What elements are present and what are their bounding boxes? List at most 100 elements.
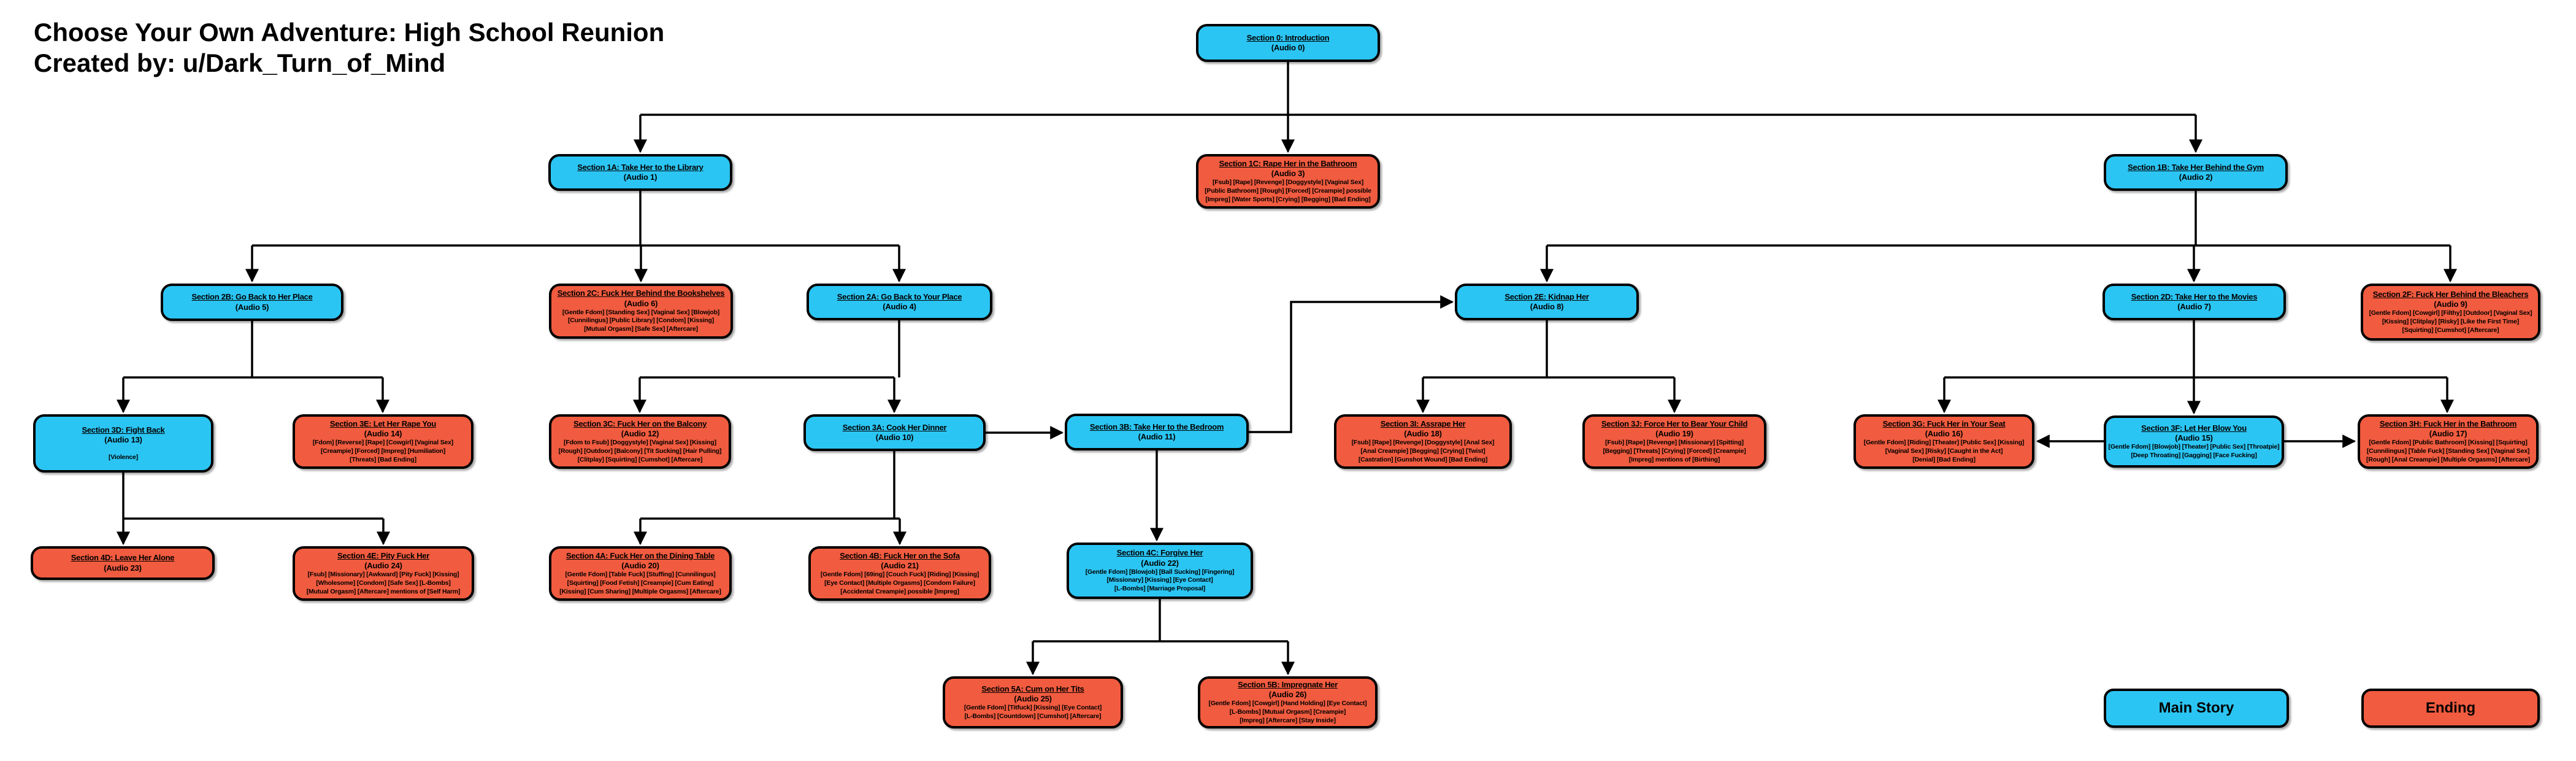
audio-label-s5b: (Audio 26) — [1268, 690, 1307, 700]
tags-line: [Gentle Fdom] [Cowgirl] [Hand Holding] [… — [1208, 700, 1367, 708]
section-title-link-s1c[interactable]: Section 1C: Rape Her in the Bathroom — [1219, 158, 1357, 168]
section-title-link-s5b[interactable]: Section 5B: Impregnate Her — [1238, 679, 1338, 689]
audio-label-s3c: (Audio 12) — [621, 429, 659, 439]
section-node-s4a: Section 4A: Fuck Her on the Dining Table… — [549, 546, 732, 601]
tags-line: [Gentle Fdom] [Standing Sex] [Vaginal Se… — [562, 308, 720, 316]
audio-label-s3h: (Audio 17) — [2429, 429, 2467, 439]
section-node-s1b: Section 1B: Take Her Behind the Gym(Audi… — [2104, 154, 2288, 191]
section-node-s2e: Section 2E: Kidnap Her(Audio 8) — [1455, 284, 1639, 320]
section-title-link-s3e[interactable]: Section 3E: Let Her Rape You — [329, 419, 437, 428]
section-title-link-s3d[interactable]: Section 3D: Fight Back — [82, 425, 165, 435]
audio-label-s3g: (Audio 16) — [1925, 429, 1963, 439]
audio-label-s3j: (Audio 19) — [1655, 429, 1693, 439]
section-title-link-s2e[interactable]: Section 2E: Kidnap Her — [1505, 292, 1589, 301]
audio-label-s4d: (Audio 23) — [104, 563, 142, 573]
tags-line: [Gentle Fdom] [Titfuck] [Kissing] [Eye C… — [964, 704, 1102, 712]
section-node-s3h: Section 3H: Fuck Her in the Bathroom(Aud… — [2358, 414, 2539, 469]
section-node-s2c: Section 2C: Fuck Her Behind the Bookshel… — [549, 284, 733, 339]
section-node-s4c: Section 4C: Forgive Her(Audio 22)[Gentle… — [1067, 543, 1253, 599]
tags-line: [Missionary] [Kissing] [Eye Contact] — [1106, 576, 1213, 584]
tags-line: [Cunnilingus] [Public Library] [Condom] … — [567, 317, 715, 325]
audio-label-s5a: (Audio 25) — [1014, 693, 1052, 703]
section-title-link-s3i[interactable]: Section 3I: Assrape Her — [1380, 419, 1466, 428]
tags-line: [Fsub] [Missionary] [Awkward] [Pity Fuck… — [307, 571, 459, 579]
section-node-s5b: Section 5B: Impregnate Her(Audio 26)[Gen… — [1198, 676, 1378, 728]
tags-line: [Eye Contact] [Multiple Orgasms] [Condom… — [824, 579, 975, 587]
tags-line: [Anal Creampie] [Begging] [Crying] [Twis… — [1360, 447, 1485, 455]
section-node-s3j: Section 3J: Force Her to Bear Your Child… — [1582, 414, 1766, 469]
tags-line: [Kissing] [Clitplay] [Risky] [Like the F… — [2382, 317, 2520, 325]
section-node-s3a: Section 3A: Cook Her Dinner(Audio 10) — [803, 414, 986, 451]
section-title-link-s4d[interactable]: Section 4D: Leave Her Alone — [71, 553, 175, 563]
flow-edge — [1249, 295, 1454, 433]
tags-line: [Impreg] [Aftercare] [Stay Inside] — [1240, 716, 1336, 724]
audio-label-s2a: (Audio 4) — [883, 302, 916, 311]
section-node-s1a: Section 1A: Take Her to the Library(Audi… — [548, 154, 732, 191]
audio-label-s4c: (Audio 22) — [1141, 558, 1179, 568]
section-title-link-s3j[interactable]: Section 3J: Force Her to Bear Your Child — [1601, 419, 1748, 428]
section-title-link-s4c[interactable]: Section 4C: Forgive Her — [1116, 548, 1203, 558]
tags-line: [Violence] — [109, 453, 138, 461]
audio-label-s2c: (Audio 6) — [624, 298, 658, 308]
tags-line: [Kissing] [Cum Sharing] [Multiple Orgasm… — [559, 587, 721, 595]
tags-line: [Gentle Fdom] [Blowjob] [Ball Sucking] [… — [1085, 568, 1235, 576]
section-title-link-s0[interactable]: Section 0: Introduction — [1246, 33, 1330, 42]
tags-line: [Public Bathroom] [Rough] [Forced] [Crea… — [1205, 187, 1371, 195]
audio-label-s1b: (Audio 2) — [2179, 172, 2213, 182]
tags-line — [123, 445, 125, 454]
tags-line: [Gentle Fdom] [69ing] [Couch Fuck] [Ridi… — [820, 571, 979, 579]
audio-label-s3a: (Audio 10) — [875, 433, 914, 442]
audio-label-s2d: (Audio 7) — [2177, 302, 2211, 311]
tags-line: [Threats] [Bad Ending] — [350, 455, 416, 463]
section-title-link-s3a[interactable]: Section 3A: Cook Her Dinner — [842, 422, 947, 432]
section-node-s4e: Section 4E: Pity Fuck Her(Audio 24)[Fsub… — [293, 546, 474, 601]
section-node-s3f: Section 3F: Let Her Blow You(Audio 15)[G… — [2104, 415, 2284, 468]
section-title-link-s4e[interactable]: Section 4E: Pity Fuck Her — [337, 550, 429, 560]
section-node-s1c: Section 1C: Rape Her in the Bathroom(Aud… — [1196, 154, 1380, 209]
tags-line: [Deep Throating] [Gagging] [Face Fucking… — [2131, 451, 2257, 459]
tags-line: [Accidental Creampie] possible [Impreg] — [840, 587, 959, 595]
section-title-link-s2d[interactable]: Section 2D: Take Her to the Movies — [2131, 292, 2258, 301]
audio-label-s1a: (Audio 1) — [623, 172, 657, 182]
section-title-link-s4b[interactable]: Section 4B: Fuck Her on the Sofa — [840, 550, 960, 560]
audio-label-s4a: (Audio 20) — [621, 561, 659, 571]
tags-line: [Gentle Fdom] [Public Bathroom] [Kissing… — [2369, 439, 2528, 447]
section-node-s2f: Section 2F: Fuck Her Behind the Bleacher… — [2361, 284, 2540, 341]
audio-label-s2e: (Audio 8) — [1530, 302, 1564, 311]
section-title-link-s3g[interactable]: Section 3G: Fuck Her in Your Seat — [1882, 419, 2006, 428]
section-title-link-s2b[interactable]: Section 2B: Go Back to Her Place — [191, 292, 313, 302]
section-node-s0: Section 0: Introduction(Audio 0) — [1196, 24, 1380, 62]
section-title-link-s3b[interactable]: Section 3B: Take Her to the Bedroom — [1089, 422, 1224, 431]
legend-ending-label: Ending — [2425, 700, 2476, 716]
audio-label-s2f: (Audio 9) — [2434, 299, 2467, 309]
section-title-link-s2c[interactable]: Section 2C: Fuck Her Behind the Bookshel… — [557, 288, 725, 298]
section-title-link-s2f[interactable]: Section 2F: Fuck Her Behind the Bleacher… — [2372, 289, 2529, 299]
section-node-s3d: Section 3D: Fight Back(Audio 13) [Violen… — [33, 414, 213, 473]
tags-line: [Fsub] [Rape] [Revenge] [Doggystyle] [Va… — [1212, 179, 1364, 187]
section-title-link-s3h[interactable]: Section 3H: Fuck Her in the Bathroom — [2379, 419, 2517, 428]
tags-line: [Impreg] [Water Sports] [Crying] [Beggin… — [1205, 195, 1371, 203]
section-node-s3c: Section 3C: Fuck Her on the Balcony(Audi… — [549, 414, 731, 469]
tags-line: [Wholesome] [Condom] [Safe Sex] [L-Bombs… — [316, 579, 451, 587]
diagram-title-line1: Choose Your Own Adventure: High School R… — [34, 18, 665, 47]
section-title-link-s3c[interactable]: Section 3C: Fuck Her on the Balcony — [573, 419, 707, 428]
section-title-link-s4a[interactable]: Section 4A: Fuck Her on the Dining Table — [565, 550, 715, 560]
tags-line: [Gentle Fdom] [Cowgirl] [Filthy] [Outdoo… — [2369, 309, 2532, 317]
section-title-link-s1a[interactable]: Section 1A: Take Her to the Library — [577, 162, 703, 172]
section-node-s4b: Section 4B: Fuck Her on the Sofa(Audio 2… — [808, 546, 991, 601]
section-title-link-s5a[interactable]: Section 5A: Cum on Her Tits — [981, 684, 1084, 693]
section-title-link-s2a[interactable]: Section 2A: Go Back to Your Place — [837, 292, 962, 301]
tags-line: [Squirting] [Cumshot] [Aftercare] — [2402, 326, 2499, 334]
tags-line: [Rough] [Outdoor] [Balcony] [Tit Sucking… — [558, 447, 722, 455]
tags-line: [Rough] [Anal Creampie] [Multiple Orgasm… — [2366, 455, 2530, 463]
tags-line: [Begging] [Threats] [Crying] [Forced] [C… — [1603, 447, 1746, 455]
section-node-s3b: Section 3B: Take Her to the Bedroom(Audi… — [1065, 414, 1249, 450]
legend-main-story-label: Main Story — [2158, 700, 2234, 716]
tags-line: [Creampie] [Forced] [Impreg] [Humiliatio… — [320, 447, 446, 455]
section-title-link-s1b[interactable]: Section 1B: Take Her Behind the Gym — [2128, 162, 2264, 172]
tags-line: [Cunnilingus] [Table Fuck] [Standing Sex… — [2366, 447, 2530, 455]
section-title-link-s3f[interactable]: Section 3F: Let Her Blow You — [2141, 423, 2247, 433]
diagram-title: Choose Your Own Adventure: High School R… — [34, 17, 664, 78]
tags-line: [Denial] [Bad Ending] — [1912, 455, 1976, 463]
